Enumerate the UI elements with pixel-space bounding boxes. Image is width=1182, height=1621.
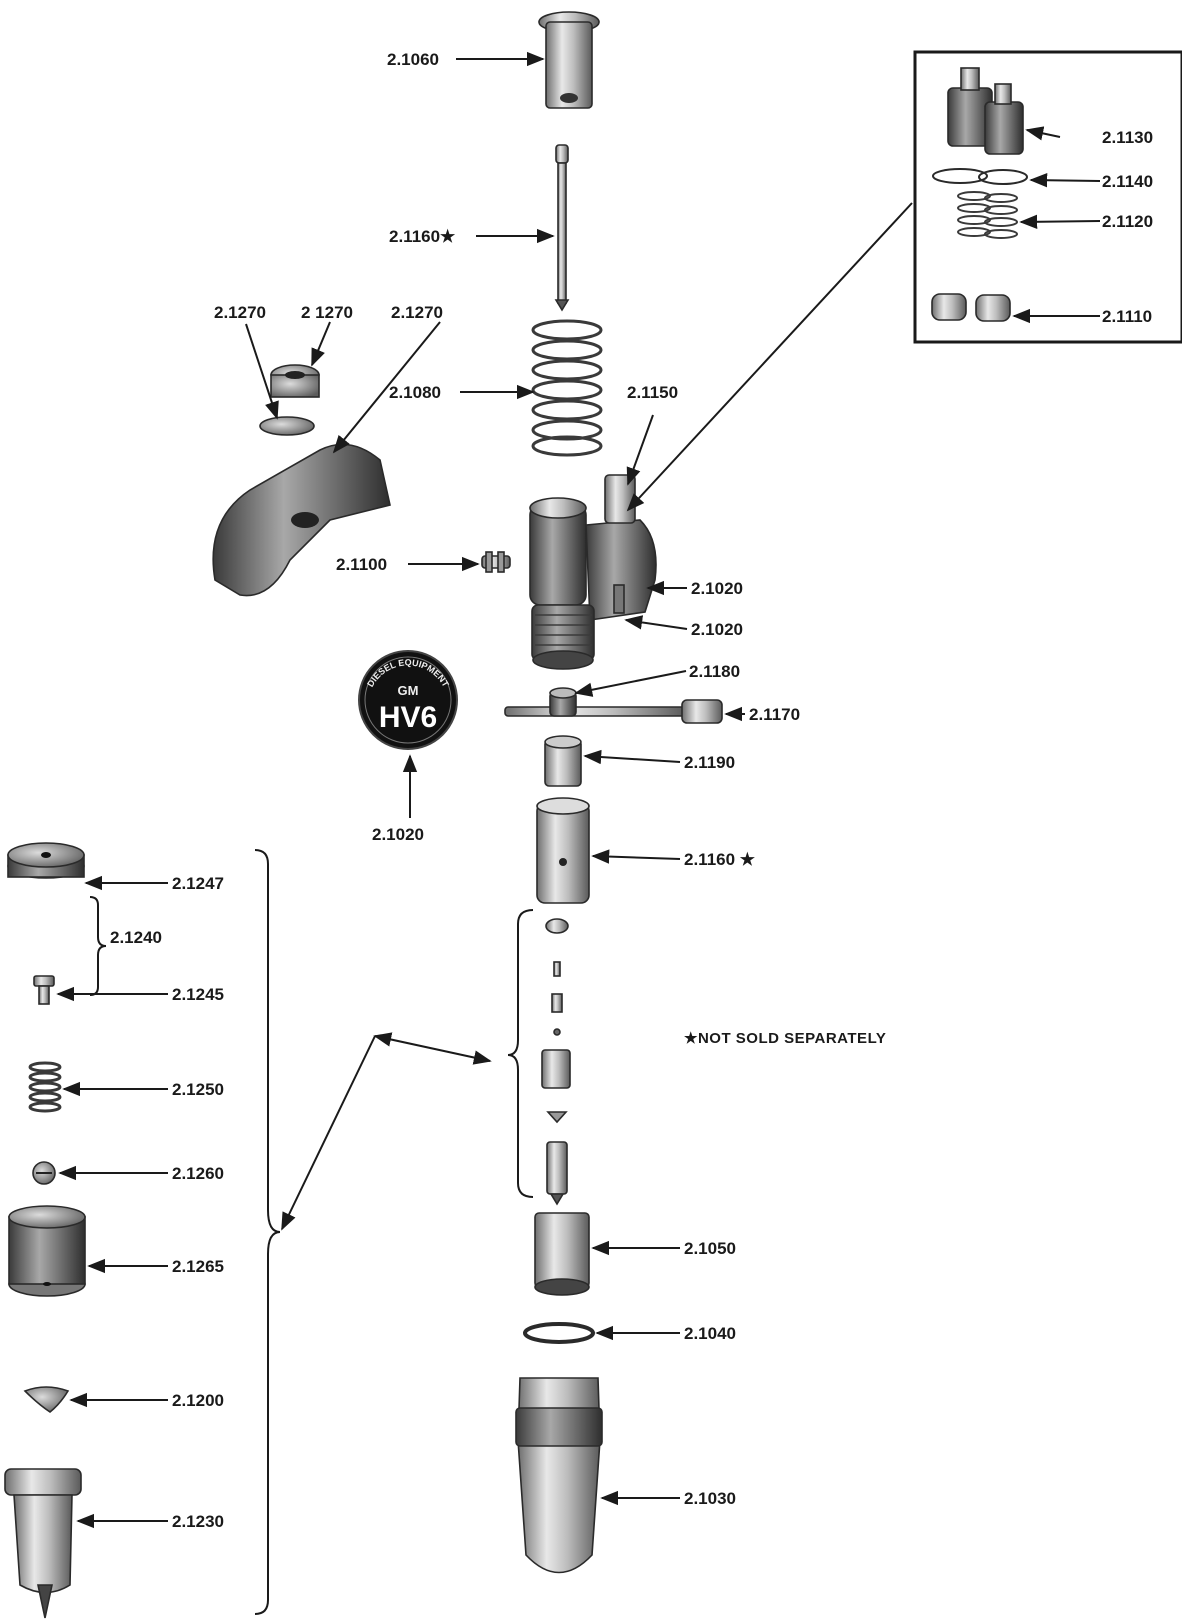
valve-stop-part <box>23 1386 70 1413</box>
label-2-1040: 2.1040 <box>684 1324 736 1343</box>
label-2-1180: 2.1180 <box>689 662 740 681</box>
center-group-brace <box>507 909 534 1198</box>
label-2-1020-a: 2.1020 <box>691 579 743 598</box>
inset-box <box>913 50 1182 344</box>
gear-retainer-part <box>544 735 582 787</box>
not-sold-separately-note: ★NOT SOLD SEPARATELY <box>684 1030 886 1047</box>
label-2-1130: 2.1130 <box>1102 128 1153 147</box>
label-2-1050: 2.1050 <box>684 1239 736 1258</box>
gm-hv6-badge: DIESEL EQUIPMENT GM HV6 <box>358 650 458 750</box>
rocker-arm-part <box>212 443 391 597</box>
label-2-1060: 2.1060 <box>387 50 439 69</box>
follower-part <box>538 11 600 109</box>
label-2-1230: 2.1230 <box>172 1512 224 1531</box>
check-valve-part <box>33 975 55 1005</box>
rocker-washer-part <box>259 416 315 436</box>
badge-brand: GM <box>398 683 419 698</box>
valve-spring-part <box>28 1061 62 1113</box>
label-2-1190: 2.1190 <box>684 753 735 772</box>
leader-lines <box>56 51 1101 1529</box>
dowel-pin-part <box>481 551 511 573</box>
label-2-1120: 2.1120 <box>1102 212 1153 231</box>
label-2-1030: 2.1030 <box>684 1489 736 1508</box>
label-2-1110: 2.1110 <box>1102 307 1152 326</box>
left-group-brace <box>254 849 281 1615</box>
plunger-spring-part <box>531 319 603 457</box>
injector-nut-part <box>515 1377 603 1574</box>
label-2-1265: 2.1265 <box>172 1257 224 1276</box>
inset-springs-part <box>957 191 1018 239</box>
gear-and-rack-part <box>504 687 723 724</box>
label-2-1080: 2.1080 <box>389 383 441 402</box>
valve-cage-part <box>534 1212 590 1296</box>
label-2-1100: 2.1100 <box>336 555 387 574</box>
label-2-1150: 2.1150 <box>627 383 678 402</box>
bushing-part <box>536 797 590 904</box>
label-2-1250: 2.1250 <box>172 1080 224 1099</box>
label-2-1140: 2.1140 <box>1102 172 1153 191</box>
rocker-cap-part <box>270 364 320 398</box>
seal-ring-part <box>523 1322 595 1344</box>
label-2-1020-badge: 2.1020 <box>372 825 424 844</box>
check-valve-cage-part <box>7 842 85 879</box>
inset-fittings-part <box>947 67 1024 155</box>
label-2-1247: 2.1247 <box>172 874 224 893</box>
badge-model: HV6 <box>379 701 437 734</box>
label-2-1270-b: 2 1270 <box>301 303 353 322</box>
subgroup-brace <box>89 896 107 996</box>
plunger-part <box>554 144 570 312</box>
label-2-1240: 2.1240 <box>110 928 162 947</box>
spray-tip-part <box>4 1468 82 1619</box>
label-2-1270-c: 2.1270 <box>391 303 443 322</box>
label-2-1170: 2.1170 <box>749 705 800 724</box>
injector-body-part <box>529 474 657 670</box>
label-2-1245: 2.1245 <box>172 985 224 1004</box>
spray-body-part <box>8 1205 86 1297</box>
valve-parts-column <box>541 918 571 1206</box>
label-2-1200: 2.1200 <box>172 1391 224 1410</box>
label-2-1260: 2.1260 <box>172 1164 224 1183</box>
inset-gaskets-part <box>932 168 1028 185</box>
inset-filters-part <box>931 293 1011 322</box>
label-2-1160-top: 2.1160★ <box>389 227 456 246</box>
label-2-1020-b: 2.1020 <box>691 620 743 639</box>
spring-seat-part <box>32 1161 56 1185</box>
label-2-1160-mid: 2.1160 ★ <box>684 850 756 869</box>
label-2-1270-a: 2.1270 <box>214 303 266 322</box>
